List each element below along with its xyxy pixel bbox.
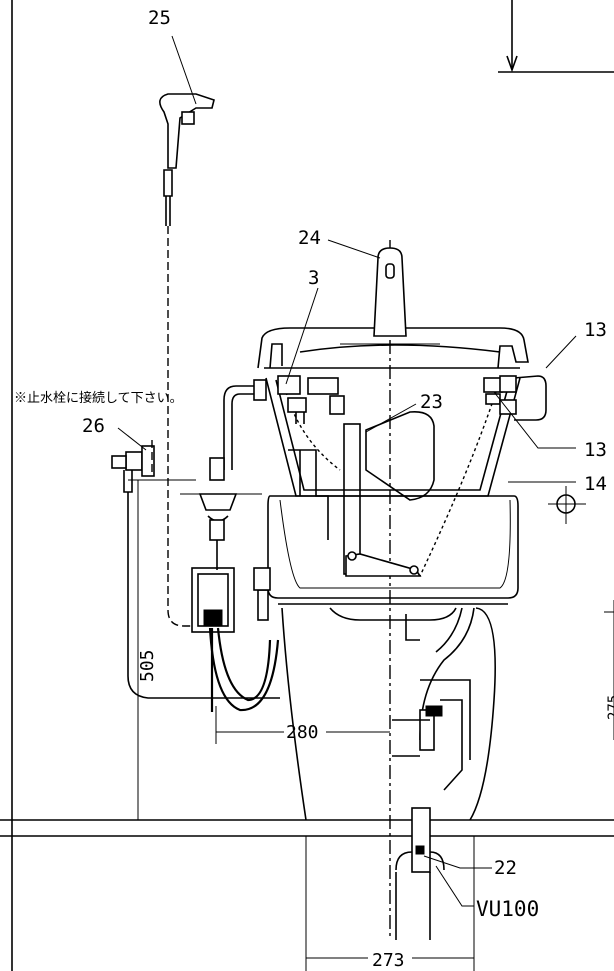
control-box — [191, 567, 280, 712]
label-part-22: 22 — [494, 857, 517, 879]
floor-drain — [395, 807, 445, 940]
dimension-505: 505 — [137, 649, 158, 682]
label-part-3: 3 — [308, 267, 319, 289]
stop-valve — [180, 457, 262, 570]
dimension-lines — [128, 479, 614, 971]
wall-faucet — [111, 440, 280, 699]
remote-controller — [159, 93, 215, 627]
leader-lines — [117, 35, 577, 907]
bowl-rim — [267, 495, 519, 605]
dimension-280: 280 — [286, 722, 319, 743]
dimension-273: 273 — [372, 950, 405, 971]
tank-lid — [257, 327, 529, 369]
toilet-pedestal — [281, 607, 496, 821]
label-part-13-bottom: 13 — [584, 439, 607, 461]
label-part-24: 24 — [298, 227, 321, 249]
inlet-hose — [223, 379, 267, 470]
install-note: ※止水栓に接続して下さい。 — [14, 390, 183, 406]
label-pipe-vu100: VU100 — [476, 897, 539, 921]
dimension-edge-cut: 275 — [606, 695, 614, 720]
tank-body — [265, 375, 521, 577]
label-part-26: 26 — [82, 415, 105, 437]
label-part-25: 25 — [148, 7, 171, 29]
label-part-14: 14 — [584, 473, 607, 495]
center-mark — [548, 486, 586, 524]
flush-lever — [373, 247, 407, 337]
label-part-23: 23 — [420, 391, 443, 413]
side-handle — [499, 375, 547, 421]
label-part-13-top: 13 — [584, 319, 607, 341]
